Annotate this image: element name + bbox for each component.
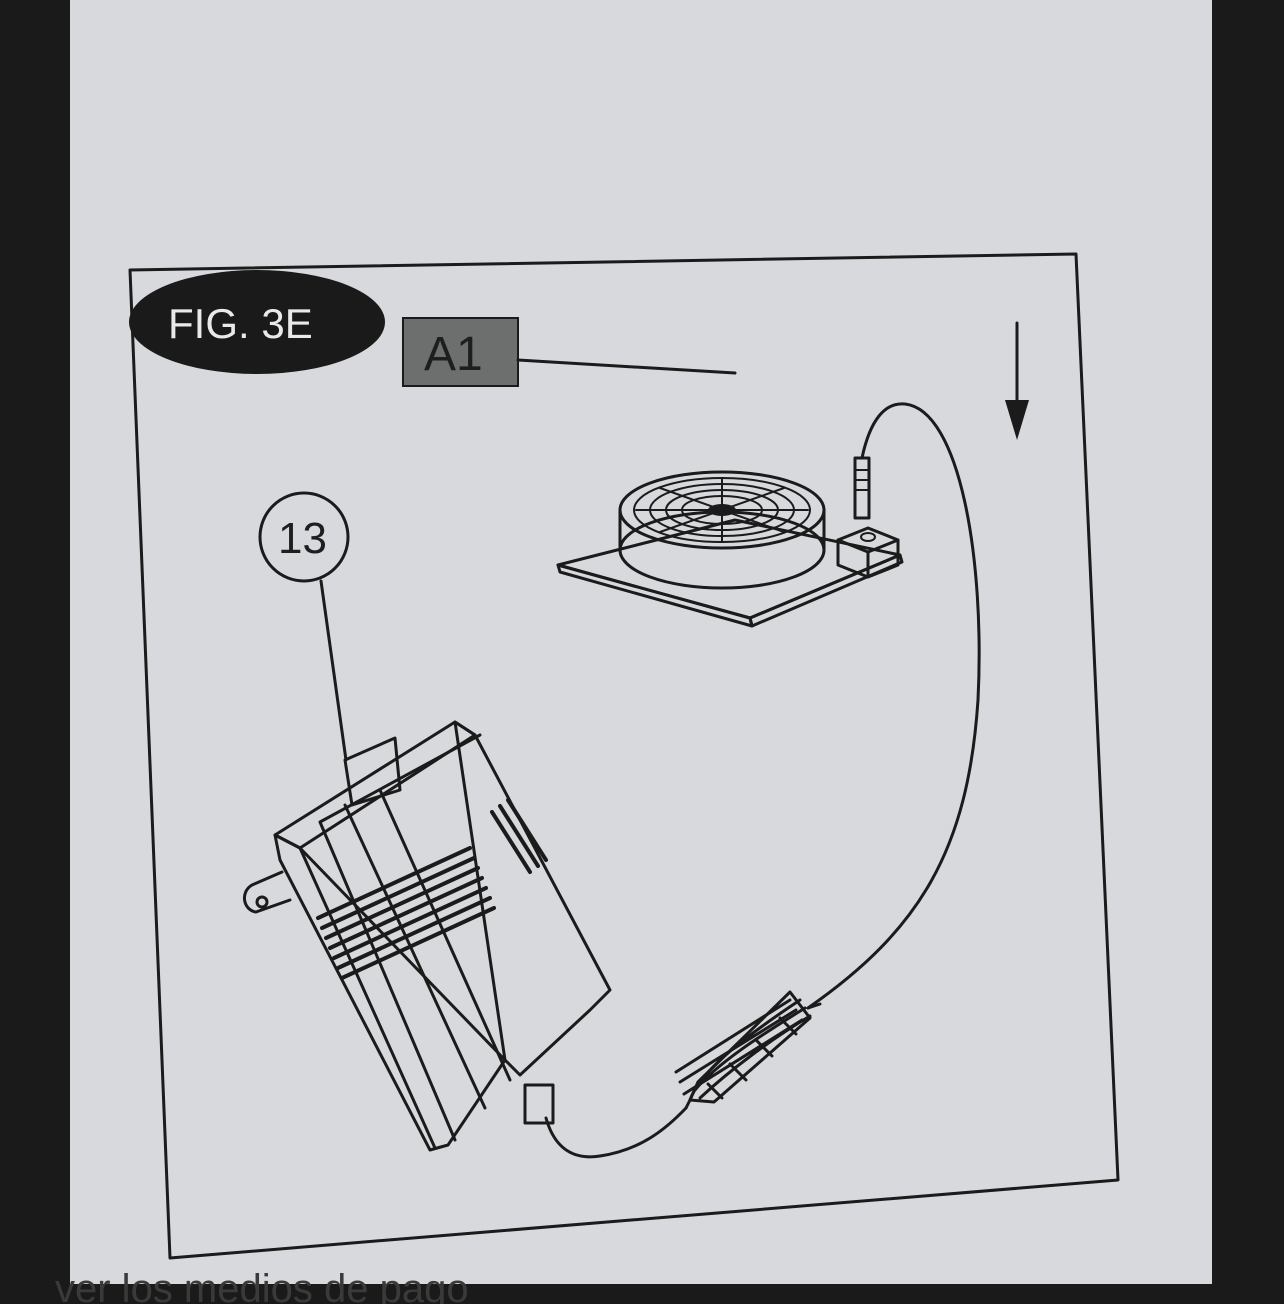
part-leader-line	[516, 358, 737, 375]
power-adapter	[243, 720, 612, 1152]
figure-badge: FIG. 3E	[129, 270, 385, 374]
page-footer-text: ver los medios de pago	[55, 1267, 469, 1304]
callout-13: 13	[258, 491, 350, 762]
adapter-cable	[544, 1106, 688, 1159]
part-code: A1	[424, 328, 483, 381]
paper-sheet	[70, 0, 1212, 1290]
callout-leader-line	[319, 579, 348, 762]
direction-arrow-icon	[1005, 321, 1029, 440]
figure-frame	[128, 252, 1120, 1260]
callout-number: 13	[278, 514, 327, 563]
figure-label: FIG. 3E	[168, 300, 313, 347]
part-tag-a1: A1	[402, 317, 737, 387]
fan-unit	[556, 456, 904, 628]
fan-cable	[806, 402, 981, 1010]
